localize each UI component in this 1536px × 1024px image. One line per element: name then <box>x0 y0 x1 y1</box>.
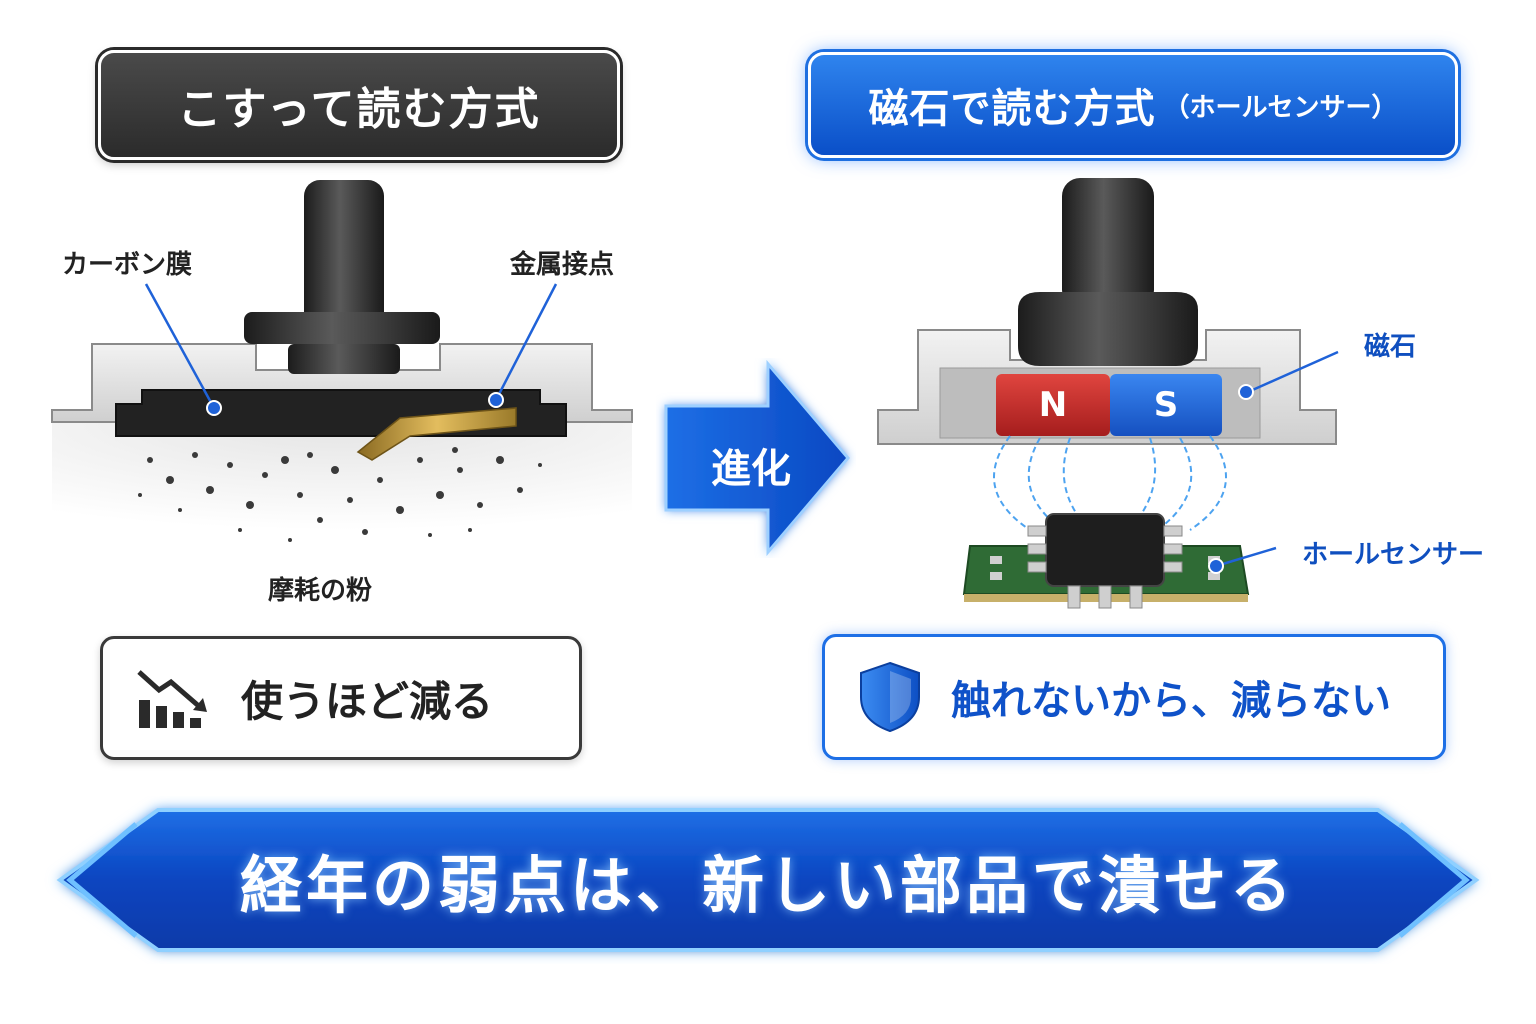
left-panel-title: こすって読む方式 <box>98 50 620 160</box>
knob-collar <box>244 312 440 344</box>
right-panel-title: 磁石で読む方式 （ホールセンサー） <box>808 52 1458 158</box>
left-result-text: 使うほど減る <box>241 676 494 726</box>
knob-shaft <box>304 180 384 330</box>
sensor-knob-shaft <box>1062 178 1154 308</box>
carbon-film-leader <box>144 283 216 409</box>
magnet-north <box>996 374 1110 436</box>
right-panel-title-main: 磁石で読む方式 <box>868 86 1156 132</box>
sensor-knob-cap <box>1018 292 1198 366</box>
wear-powder-label: 摩耗の粉 <box>268 576 373 606</box>
base-floor <box>52 422 632 542</box>
banner-text: 経年の弱点は、新しい部品で潰せる <box>239 849 1296 922</box>
wear-dust <box>138 447 542 542</box>
banner-left-chevron <box>66 822 138 938</box>
magnet-label: 磁石 <box>1364 332 1417 362</box>
hall-sensor-dot <box>1208 558 1224 574</box>
hall-sensor-chip <box>1045 513 1165 587</box>
right-result-box: 触れないから、減らない <box>822 634 1446 760</box>
right-panel-title-sub: （ホールセンサー） <box>1163 92 1398 123</box>
south-pole-label: S <box>1153 385 1179 425</box>
magnet-leader <box>1247 350 1339 394</box>
chip-pins <box>1027 525 1183 609</box>
magnet-dot <box>1238 384 1254 400</box>
knob-base <box>288 344 400 374</box>
banner-right-chevron <box>1398 822 1470 938</box>
arrow-label: 進化 <box>711 446 791 492</box>
right-arrow-icon <box>664 359 850 557</box>
potentiometer-illustration <box>51 180 633 542</box>
carbon-film-label: カーボン膜 <box>62 250 193 280</box>
metal-contact-leader <box>494 283 558 401</box>
hall-sensor-label: ホールセンサー <box>1302 540 1485 570</box>
shield-icon <box>860 661 920 733</box>
right-result-text: 触れないから、減らない <box>951 678 1391 724</box>
magnet-south <box>1110 374 1222 436</box>
metal-contact-dot <box>488 392 504 408</box>
bottom-banner <box>56 808 1480 952</box>
north-pole-label: N <box>1038 385 1068 425</box>
hall-sensor-illustration <box>877 178 1339 609</box>
carbon-film-dot <box>206 400 222 416</box>
left-result-box: 使うほど減る <box>100 636 582 760</box>
left-panel-title-text: こすって読む方式 <box>177 84 541 135</box>
metal-contact-label: 金属接点 <box>510 250 615 280</box>
declining-chart-icon <box>137 670 207 728</box>
metal-contact-shape <box>356 407 517 461</box>
hall-sensor-leader <box>1215 546 1277 568</box>
